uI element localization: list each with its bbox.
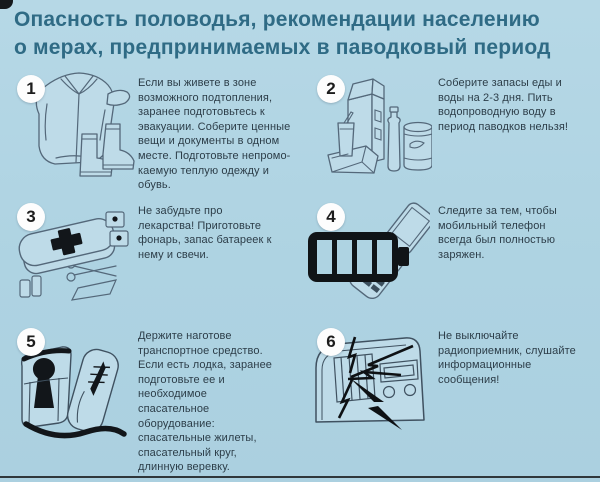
item-number: 5 <box>26 332 36 351</box>
item-text: Не выключайте радиоприемник, слушайте ин… <box>438 330 576 386</box>
item-text: Следите за тем, чтобы мобильный телефон … <box>438 205 557 261</box>
item-number-badge: 3 <box>17 203 45 231</box>
item-number-badge: 1 <box>17 75 45 103</box>
jacket-boots-icon <box>22 64 140 189</box>
food-water-supplies-icon <box>320 66 432 188</box>
item-number: 6 <box>326 332 336 351</box>
item-number-badge: 4 <box>317 203 345 231</box>
corner-mark <box>0 0 13 9</box>
item-text: Соберите запасы еды и воды на 2-3 дня. П… <box>438 77 569 133</box>
item-text: Держите наготове транспортное средство. … <box>138 330 273 474</box>
item-number: 2 <box>326 79 336 98</box>
first-aid-kit-icon <box>12 200 134 308</box>
item-number-badge: 5 <box>17 328 45 356</box>
life-vest-icon <box>14 334 129 452</box>
item-text: Если вы живете в зоне возможного подтопл… <box>138 77 291 192</box>
item-number-badge: 6 <box>317 328 345 356</box>
page-title: Опасность половодья, рекомендации населе… <box>14 8 551 59</box>
radio-icon <box>306 330 434 434</box>
item-number-badge: 2 <box>317 75 345 103</box>
item-number: 1 <box>26 79 36 98</box>
bottom-divider <box>0 476 600 478</box>
item-number: 4 <box>326 207 336 226</box>
item-number: 3 <box>26 207 36 226</box>
item-text: Не забудьте про лекарства! Приготовьте ф… <box>138 205 272 261</box>
battery-phone-icon <box>308 202 430 314</box>
